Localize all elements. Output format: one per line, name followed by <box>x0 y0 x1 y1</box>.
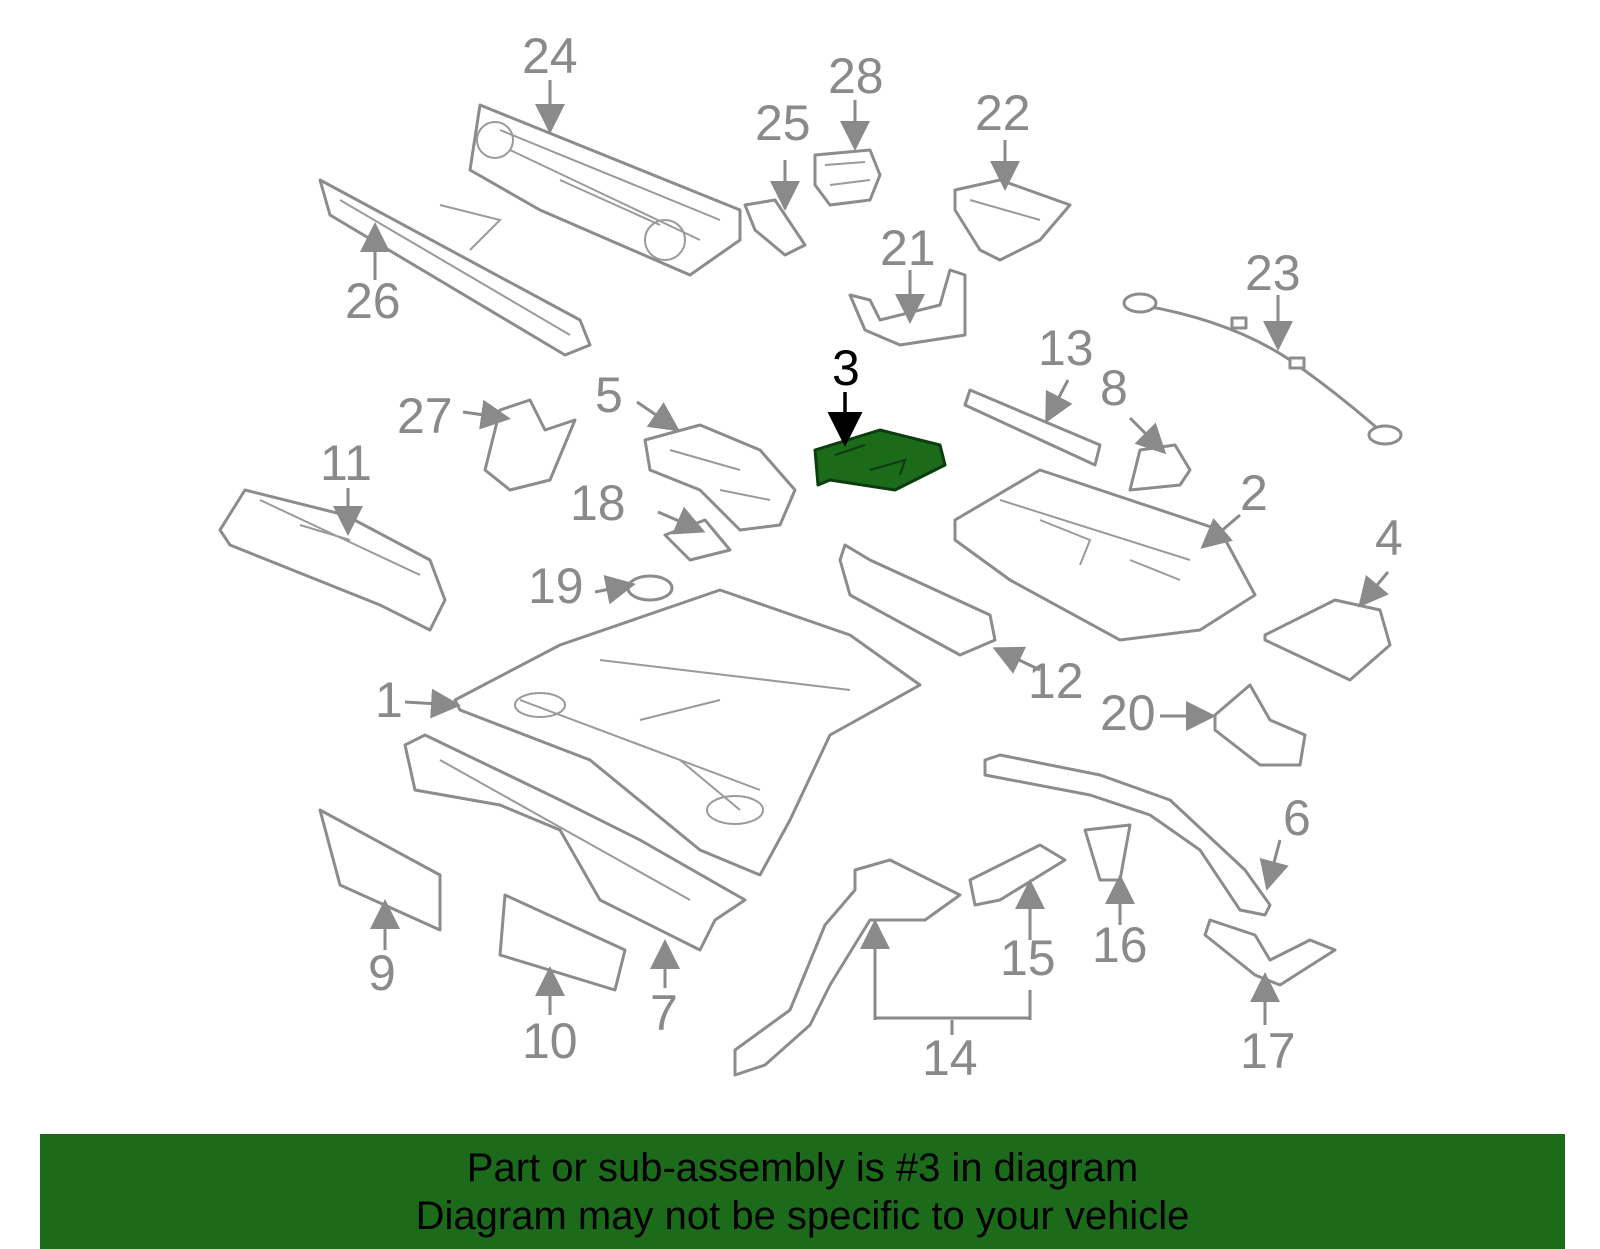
part-19-shape <box>626 574 674 602</box>
callout-15: 15 <box>1000 930 1056 986</box>
part-20-shape <box>1213 683 1307 767</box>
callout-labels: 24 28 25 22 26 21 23 3 13 8 27 5 11 18 1… <box>320 28 1403 1086</box>
part-7-shape <box>403 733 747 952</box>
callout-19: 19 <box>528 558 584 614</box>
callout-9: 9 <box>368 945 396 1001</box>
part-16-shape <box>1083 823 1132 882</box>
part-3-shape <box>813 428 947 492</box>
callout-24: 24 <box>522 28 578 84</box>
part-11-shape <box>218 488 447 632</box>
callout-3: 3 <box>832 340 860 396</box>
callout-4: 4 <box>1375 510 1403 566</box>
callout-5: 5 <box>595 367 623 423</box>
part-23-shape <box>1122 292 1403 446</box>
part-28-shape <box>813 148 882 207</box>
callout-16: 16 <box>1092 917 1148 973</box>
part-2-shape <box>953 468 1257 642</box>
callout-27: 27 <box>397 388 453 444</box>
callout-14: 14 <box>922 1030 978 1086</box>
callout-11: 11 <box>320 435 372 491</box>
banner-line-1: Part or sub-assembly is #3 in diagram <box>466 1145 1139 1190</box>
part-21-shape <box>848 268 967 347</box>
callout-26: 26 <box>345 273 401 329</box>
part-22-shape <box>953 178 1072 262</box>
banner-line-2: Diagram may not be specific to your vehi… <box>415 1193 1190 1238</box>
part-15-shape <box>968 843 1067 907</box>
callout-2: 2 <box>1240 465 1268 521</box>
callout-1: 1 <box>375 672 403 728</box>
callout-25: 25 <box>755 95 811 151</box>
part-27-shape <box>483 398 577 492</box>
part-8-shape <box>1128 443 1192 492</box>
info-banner: Part or sub-assembly is #3 in diagram Di… <box>40 1134 1565 1249</box>
callout-18: 18 <box>570 475 626 531</box>
callout-23: 23 <box>1245 245 1301 301</box>
part-24-shape <box>468 103 742 277</box>
callout-7: 7 <box>650 985 678 1041</box>
part-9-shape <box>318 808 442 932</box>
leader-arrows <box>333 80 1390 1035</box>
callout-20: 20 <box>1100 685 1156 741</box>
part-14-shape <box>733 858 962 1077</box>
part-13-shape <box>963 388 1102 467</box>
callout-8: 8 <box>1100 360 1128 416</box>
callout-13: 13 <box>1038 320 1094 376</box>
part-10-shape <box>498 893 627 992</box>
callout-21: 21 <box>880 220 936 276</box>
part-5-shape <box>643 423 797 532</box>
callout-10: 10 <box>522 1013 578 1069</box>
part-17-shape <box>1203 918 1337 987</box>
part-6-shape <box>983 753 1272 917</box>
callout-28: 28 <box>828 48 884 104</box>
part-12-shape <box>838 543 997 657</box>
part-1-shape <box>453 588 922 877</box>
callout-6: 6 <box>1283 790 1311 846</box>
callout-17: 17 <box>1240 1023 1296 1079</box>
part-25-shape <box>743 198 807 257</box>
callout-12: 12 <box>1028 653 1084 709</box>
part-4-shape <box>1263 598 1392 682</box>
callout-22: 22 <box>975 85 1031 141</box>
parts-diagram: 24 28 25 22 26 21 23 3 13 8 27 5 11 18 1… <box>218 28 1403 1086</box>
part-18-shape <box>663 518 732 562</box>
